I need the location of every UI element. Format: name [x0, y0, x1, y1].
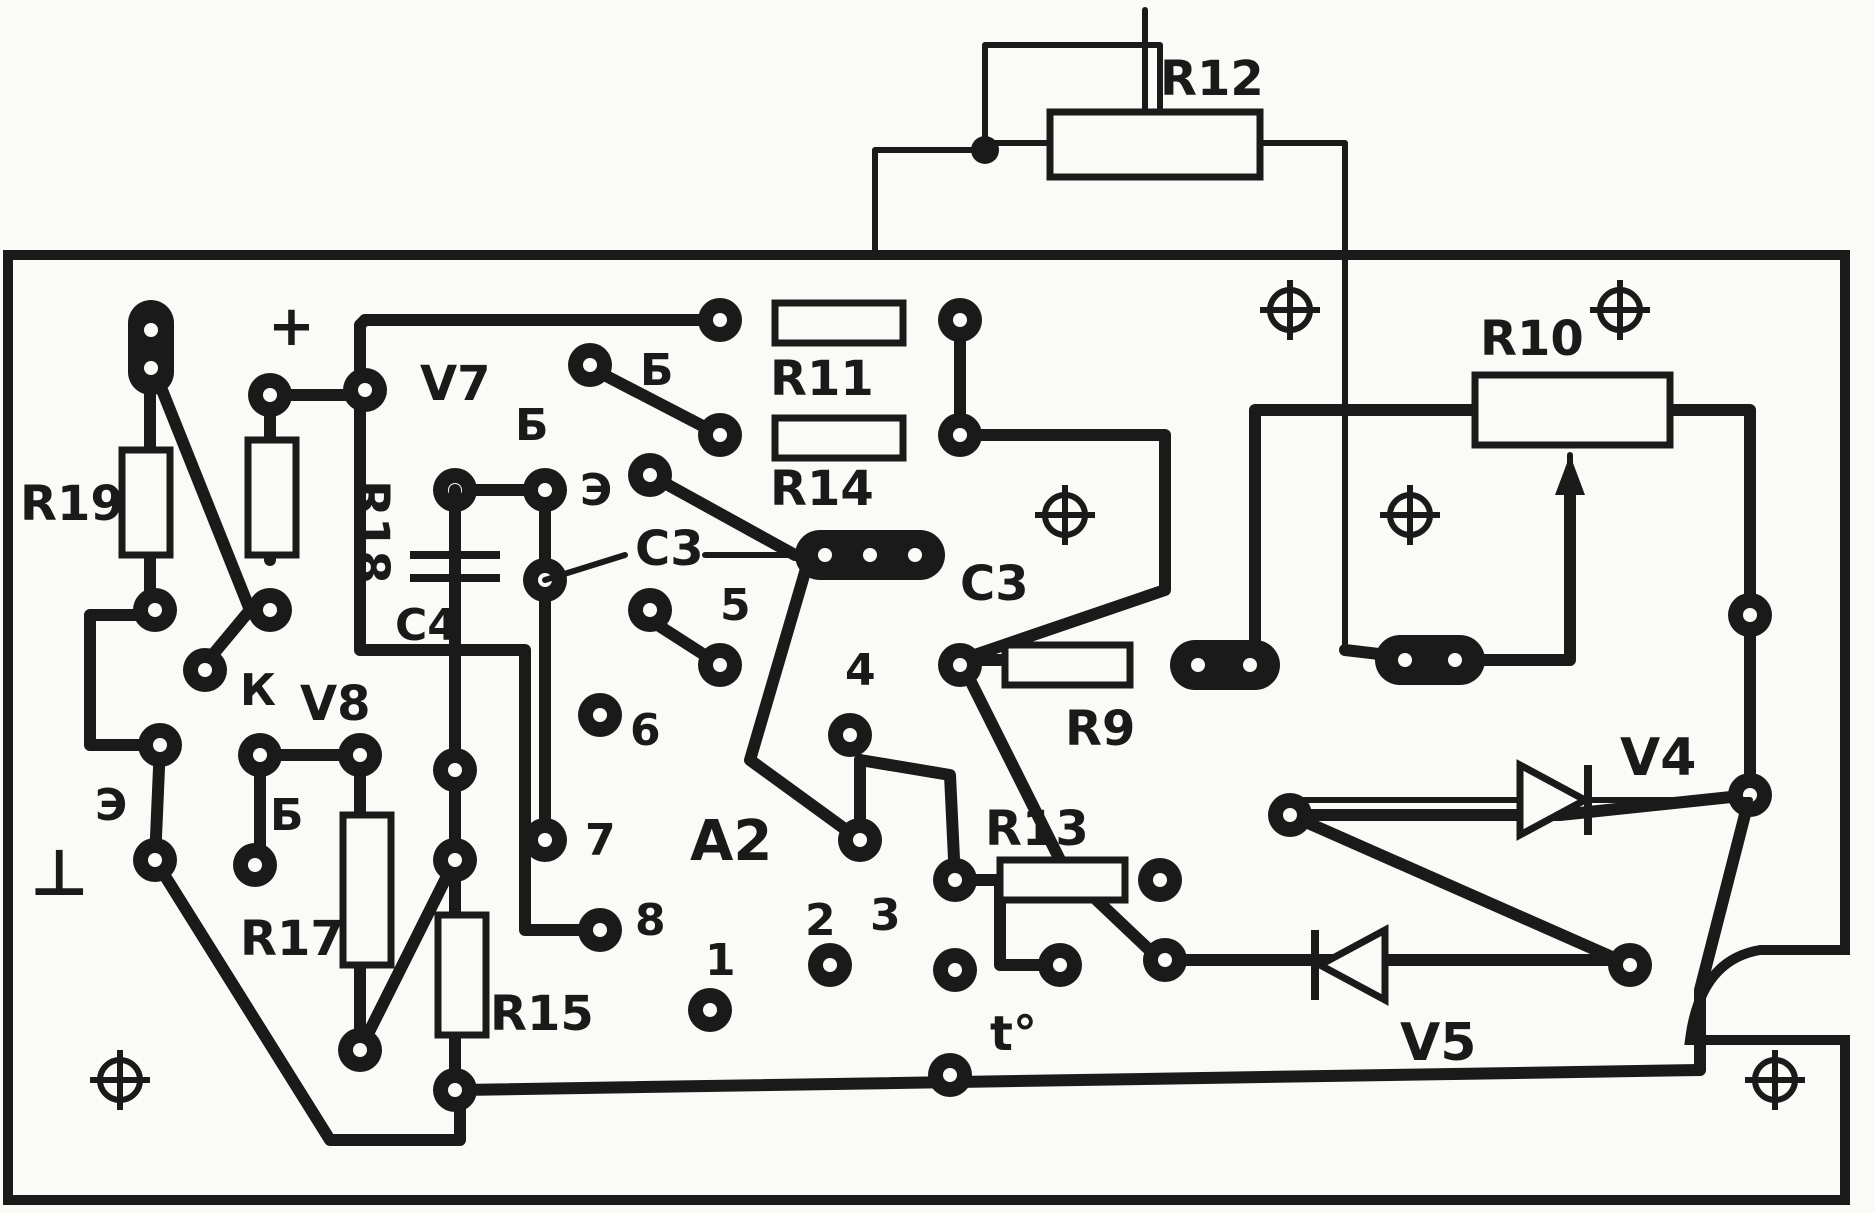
resistor-r19 — [118, 446, 174, 559]
label-pin-7: 7 — [585, 815, 616, 866]
resistor-r15 — [434, 911, 490, 1039]
label-r11: R11 — [770, 351, 874, 407]
label-pin-4: 4 — [845, 645, 876, 696]
label-r10: R10 — [1480, 311, 1584, 367]
resistor-r10 — [1471, 371, 1674, 449]
board-outline — [3, 250, 1850, 1205]
label-r17: R17 — [240, 911, 344, 967]
label-pin-1: 1 — [705, 935, 736, 986]
label-v4: V4 — [1620, 728, 1696, 788]
label-v5: V5 — [1400, 1013, 1476, 1073]
label-v8: V8 — [300, 676, 371, 732]
label-pin-2: 2 — [805, 895, 836, 946]
label-k: К — [240, 665, 276, 716]
label-e-v7: Э — [580, 465, 612, 516]
resistor-r12 — [1046, 108, 1264, 181]
label-r13: R13 — [985, 801, 1089, 857]
resistor-r9 — [1001, 641, 1134, 689]
resistor-r17 — [339, 811, 395, 969]
label-pin-8: 8 — [635, 895, 666, 946]
mounting-holes — [90, 280, 1805, 1110]
diode-v5 — [1311, 924, 1389, 1006]
label-pin-6: 6 — [630, 705, 661, 756]
label-b-v7: Б — [515, 400, 549, 451]
label-b-v8: Б — [270, 790, 304, 841]
label-e-v8: Э — [95, 780, 127, 831]
pads — [128, 298, 1772, 1112]
r10-wiper-arrow — [1555, 452, 1585, 603]
label-a2: A2 — [690, 809, 772, 874]
label-pin-3: 3 — [870, 890, 901, 941]
label-c3-left: C3 — [635, 521, 704, 577]
c3-leads — [542, 552, 798, 583]
label-pin-5: 5 — [720, 580, 751, 631]
label-r15: R15 — [490, 986, 594, 1042]
label-r19: R19 — [20, 476, 124, 532]
resistor-r14 — [771, 414, 907, 462]
label-r18: R18 — [343, 480, 399, 584]
label-r12: R12 — [1160, 51, 1264, 107]
capacitor-c4 — [410, 484, 500, 582]
label-r14: R14 — [770, 461, 874, 517]
resistor-r18 — [244, 436, 300, 559]
diode-v4 — [1292, 759, 1753, 841]
label-c4: C4 — [395, 600, 458, 651]
label-v7: V7 — [420, 356, 491, 412]
label-c3-right: C3 — [960, 556, 1029, 612]
resistor-r13 — [996, 856, 1129, 904]
label-r9: R9 — [1065, 701, 1135, 757]
label-ground: ⊥ — [30, 837, 89, 911]
label-temp: t° — [990, 1006, 1037, 1062]
resistor-r11 — [771, 299, 907, 347]
label-plus: + — [268, 294, 315, 359]
label-b-top: Б — [640, 345, 674, 396]
